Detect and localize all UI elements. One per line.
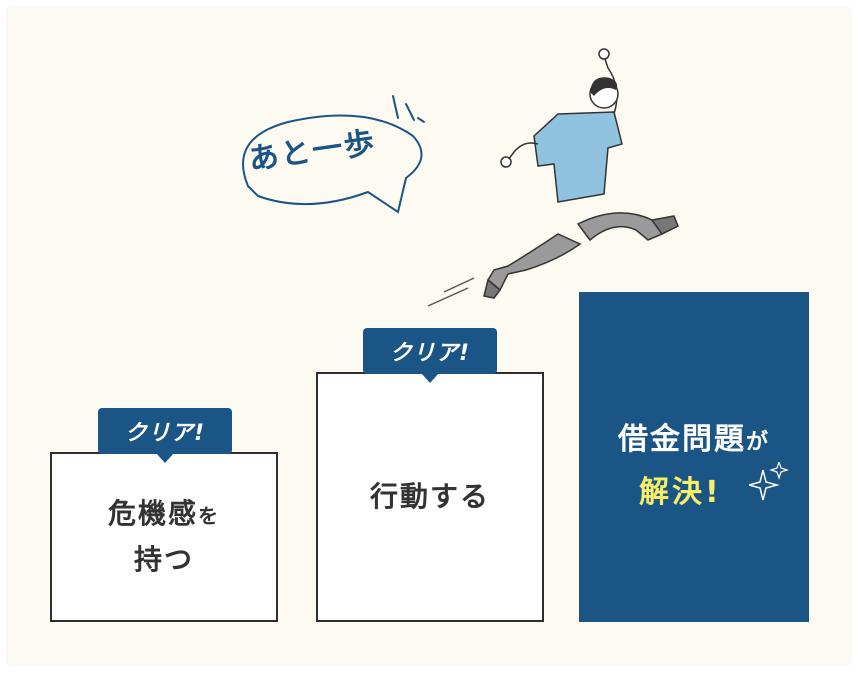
sparkle-icon [749,462,789,501]
goal-line2: 解決! [639,475,722,510]
step-2-box: 行動する [316,372,544,622]
jumping-man-illustration [427,48,679,307]
step-1-line1: 危機感 [107,497,198,530]
speech-bubble [242,95,425,214]
goal-line1-suffix: が [745,430,770,455]
step-1-box: 危機感を 持つ [50,452,278,622]
goal-line1: 借金問題 [617,422,746,457]
step-2-clear-badge: クリア! [363,328,497,383]
step-1-line1-suffix: を [198,504,220,528]
diagram-frame: あと一歩 危機感を 持つ クリア! 行動する クリア! [8,8,850,664]
step-1-clear-badge: クリア! [98,408,232,463]
step-2-line1: 行動する [369,480,490,513]
goal-box: 借金問題が 解決! [579,292,809,622]
step-1-line2: 持つ [133,543,194,576]
